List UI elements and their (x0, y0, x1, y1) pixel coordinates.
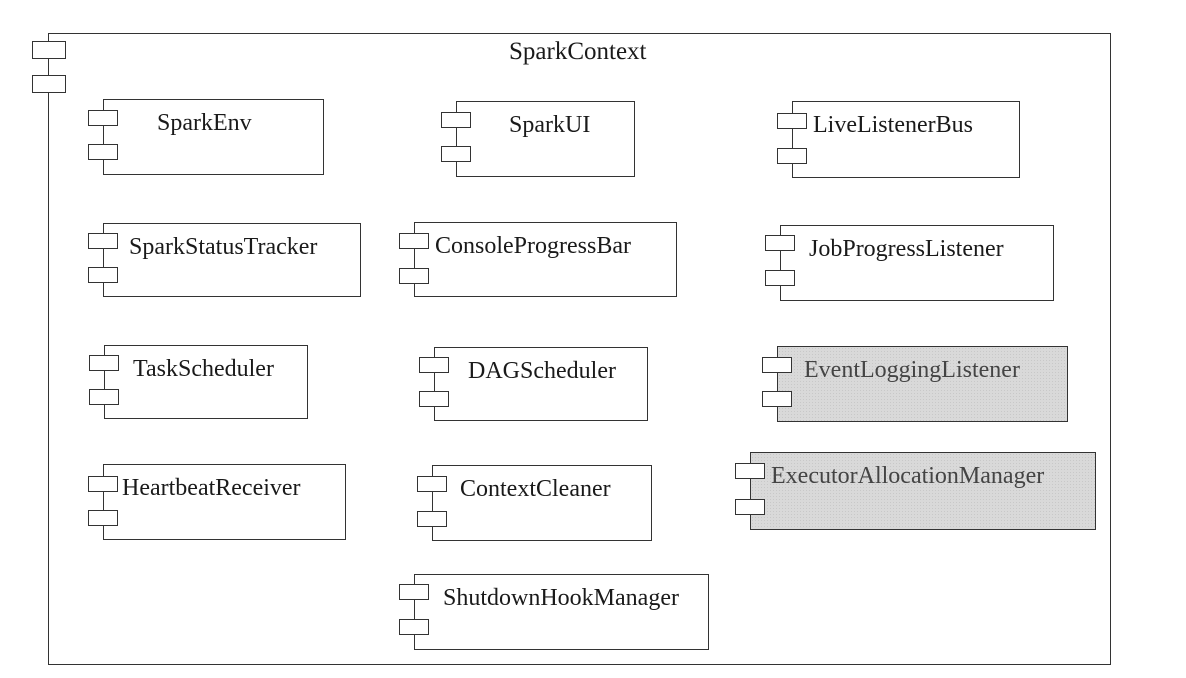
component-icon (765, 235, 795, 251)
container-component-icon-bottom (32, 75, 66, 93)
component-heartbeat-receiver: HeartbeatReceiver (103, 464, 346, 540)
component-label: ShutdownHookManager (443, 585, 679, 611)
component-icon (762, 357, 792, 373)
component-context-cleaner: ContextCleaner (432, 465, 652, 541)
container-label: SparkContext (509, 38, 647, 65)
component-label: DAGScheduler (468, 358, 616, 384)
component-icon (419, 357, 449, 373)
component-live-listener-bus: LiveListenerBus (792, 101, 1020, 178)
component-icon (419, 391, 449, 407)
component-icon (399, 584, 429, 600)
component-icon (88, 110, 118, 126)
component-icon (399, 619, 429, 635)
component-label: EventLoggingListener (804, 357, 1020, 383)
component-icon (399, 268, 429, 284)
component-job-progress-listener: JobProgressListener (780, 225, 1054, 301)
component-label: LiveListenerBus (813, 112, 973, 138)
component-task-scheduler: TaskScheduler (104, 345, 308, 419)
component-icon (88, 233, 118, 249)
component-icon (88, 476, 118, 492)
component-console-progress-bar: ConsoleProgressBar (414, 222, 677, 297)
component-icon (735, 463, 765, 479)
component-spark-ui: SparkUI (456, 101, 635, 177)
component-label: SparkStatusTracker (129, 234, 318, 260)
component-icon (88, 144, 118, 160)
component-icon (735, 499, 765, 515)
component-label: SparkEnv (157, 110, 252, 136)
component-dag-scheduler: DAGScheduler (434, 347, 648, 421)
component-icon (777, 113, 807, 129)
component-label: ExecutorAllocationManager (771, 463, 1045, 489)
component-label: TaskScheduler (133, 356, 274, 382)
component-icon (89, 389, 119, 405)
component-icon (88, 510, 118, 526)
sparkcontext-container (48, 33, 1111, 665)
component-spark-status-tracker: SparkStatusTracker (103, 223, 361, 297)
component-label: SparkUI (509, 112, 591, 138)
component-icon (441, 112, 471, 128)
component-label: ConsoleProgressBar (435, 233, 631, 259)
component-spark-env: SparkEnv (103, 99, 324, 175)
component-icon (399, 233, 429, 249)
component-icon (762, 391, 792, 407)
component-icon (89, 355, 119, 371)
component-icon (441, 146, 471, 162)
container-component-icon-top (32, 41, 66, 59)
component-executor-allocation-manager: ExecutorAllocationManager (750, 452, 1096, 530)
component-icon (417, 511, 447, 527)
component-shutdown-hook-manager: ShutdownHookManager (414, 574, 709, 650)
component-label: HeartbeatReceiver (122, 475, 301, 501)
component-icon (765, 270, 795, 286)
component-icon (417, 476, 447, 492)
component-label: ContextCleaner (460, 476, 611, 502)
component-icon (88, 267, 118, 283)
component-event-logging-listener: EventLoggingListener (777, 346, 1068, 422)
component-icon (777, 148, 807, 164)
component-label: JobProgressListener (809, 236, 1004, 262)
